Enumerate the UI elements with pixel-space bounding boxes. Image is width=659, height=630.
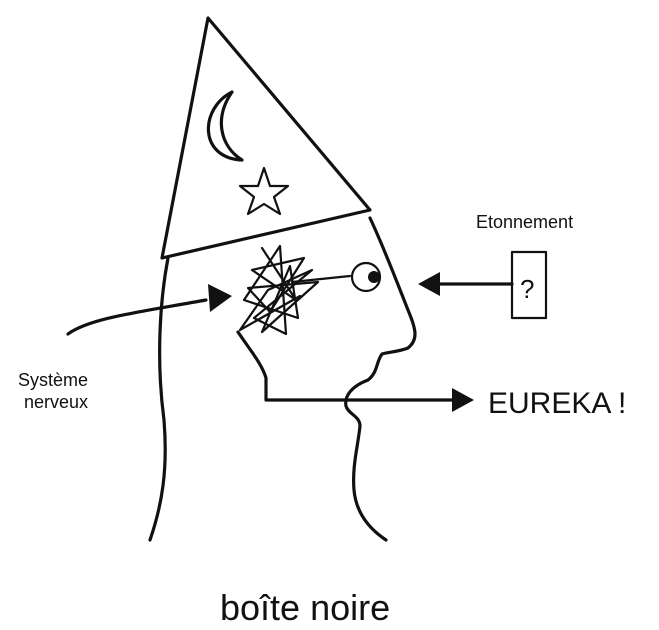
brain-scribble (240, 246, 318, 334)
wizard-hat (162, 18, 370, 258)
eye-pupil (368, 271, 380, 283)
nervous-system-arrowhead (208, 284, 232, 312)
caption: boîte noire (220, 587, 390, 628)
output-arrowhead (452, 388, 474, 412)
input-arrowhead (418, 272, 440, 296)
nervous-system-label-line1: Système (18, 370, 88, 390)
eureka-label: EUREKA ! (488, 387, 626, 420)
question-mark-label: ? (520, 274, 534, 304)
surprise-label: Etonnement (476, 212, 573, 232)
nervous-system-arrow-line (68, 300, 206, 334)
moon-icon (208, 92, 242, 160)
throat-line (238, 332, 348, 400)
nervous-system-label-line2: nerveux (24, 392, 88, 412)
star-icon (240, 168, 288, 214)
